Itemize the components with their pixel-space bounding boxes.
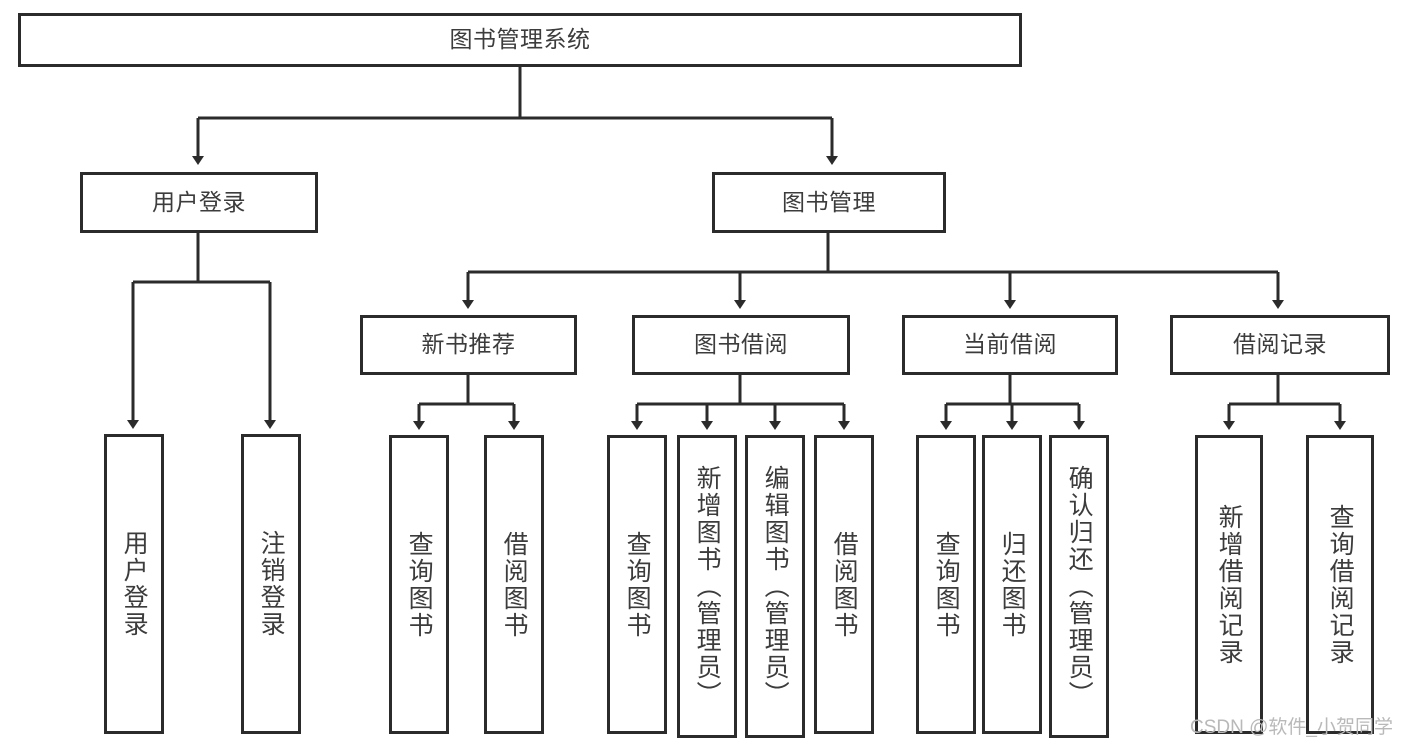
node-label: 查询借阅记录 xyxy=(1326,503,1355,666)
node-label: 图书借阅 xyxy=(694,331,788,358)
node-label: 新书推荐 xyxy=(421,331,516,358)
leaf-new-book-query-book[interactable]: 查询图书 xyxy=(389,435,449,734)
node-label: 借阅记录 xyxy=(1233,331,1327,358)
leaf-user-login-logout[interactable]: 注销登录 xyxy=(241,434,301,734)
leaf-new-book-borrow-book[interactable]: 借阅图书 xyxy=(484,435,544,734)
node-new-book-recommend[interactable]: 新书推荐 xyxy=(360,315,577,375)
node-label: 查询图书 xyxy=(623,530,652,639)
leaf-current-borrow-confirm-return-admin[interactable]: 确认归还（管理员） xyxy=(1049,435,1109,738)
leaf-book-borrow-query-book[interactable]: 查询图书 xyxy=(607,435,667,734)
node-label: 查询图书 xyxy=(932,530,961,639)
leaf-current-borrow-return-book[interactable]: 归还图书 xyxy=(982,435,1042,734)
node-label: 注销登录 xyxy=(257,530,286,638)
node-current-borrow[interactable]: 当前借阅 xyxy=(902,315,1118,375)
node-book-borrow[interactable]: 图书借阅 xyxy=(632,315,850,375)
node-label: 当前借阅 xyxy=(963,331,1057,358)
leaf-current-borrow-query-book[interactable]: 查询图书 xyxy=(916,435,976,734)
leaf-borrow-record-query-record[interactable]: 查询借阅记录 xyxy=(1306,435,1374,734)
node-label: 查询图书 xyxy=(405,530,434,639)
node-root-book-management-system[interactable]: 图书管理系统 xyxy=(18,13,1022,67)
node-label: 归还图书 xyxy=(998,530,1027,639)
node-book-management[interactable]: 图书管理 xyxy=(712,172,946,233)
leaf-borrow-record-add-record[interactable]: 新增借阅记录 xyxy=(1195,435,1263,734)
leaf-book-borrow-borrow-book[interactable]: 借阅图书 xyxy=(814,435,874,734)
leaf-book-borrow-add-book-admin[interactable]: 新增图书（管理员） xyxy=(677,435,737,738)
node-label: 图书管理系统 xyxy=(449,26,591,53)
node-label: 确认归还（管理员） xyxy=(1065,465,1094,708)
leaf-user-login-login[interactable]: 用户登录 xyxy=(104,434,164,734)
node-label: 图书管理 xyxy=(782,188,876,215)
node-borrow-record[interactable]: 借阅记录 xyxy=(1170,315,1390,375)
node-user-login[interactable]: 用户登录 xyxy=(80,172,318,233)
node-label: 用户登录 xyxy=(120,530,149,638)
node-label: 编辑图书（管理员） xyxy=(761,465,790,708)
node-label: 借阅图书 xyxy=(500,530,529,639)
node-label: 新增图书（管理员） xyxy=(693,465,722,708)
leaf-book-borrow-edit-book-admin[interactable]: 编辑图书（管理员） xyxy=(745,435,805,738)
watermark-text: CSDN @软件_小贺同学 xyxy=(1190,717,1393,738)
node-label: 借阅图书 xyxy=(830,530,859,639)
node-label: 新增借阅记录 xyxy=(1215,503,1244,666)
node-label: 用户登录 xyxy=(152,188,246,215)
